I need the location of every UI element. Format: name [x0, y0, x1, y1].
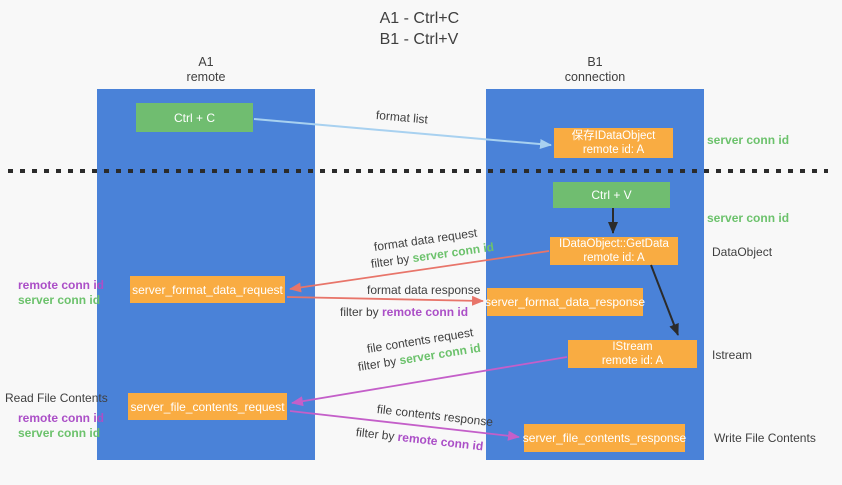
format-request-box: server_format_data_request [130, 276, 285, 303]
b1-name: B1 [587, 55, 603, 69]
label-istream: Istream [712, 348, 753, 362]
file-request-box: server_file_contents_request [128, 393, 287, 420]
istream-box: IStream remote id: A [568, 340, 697, 368]
label-server-conn-id-mid-right: server conn id [707, 211, 790, 225]
getdata-line1: IDataObject::GetData [559, 238, 669, 250]
label-write-file-contents: Write File Contents [714, 431, 816, 445]
remote-conn-id-keyword: remote conn id [382, 305, 469, 319]
save-dataobject-box: 保存IDataObject remote id: A [554, 128, 673, 158]
b1-subtitle: connection [564, 70, 626, 84]
format-request-label: server_format_data_request [132, 282, 283, 297]
ctrl-v-box: Ctrl + V [553, 182, 670, 208]
ctrl-v-label: Ctrl + V [591, 188, 632, 202]
format-response-box: server_format_data_response [484, 288, 646, 316]
file-request-label: server_file_contents_request [130, 399, 285, 414]
title-line-1: A1 - Ctrl+C [379, 10, 460, 27]
getdata-line2: remote id: A [583, 252, 645, 264]
label-remote-conn-id-left-1: remote conn id [18, 278, 105, 292]
label-dataobject: DataObject [712, 245, 773, 259]
label-format-data-response: format data response [367, 283, 481, 297]
dotted-separator-line [8, 169, 828, 173]
label-server-conn-id-top-right: server conn id [707, 133, 790, 147]
label-server-conn-id-left-2: server conn id [18, 426, 101, 440]
arrow-format-data-response [286, 295, 484, 306]
filter-prefix: filter by [370, 251, 414, 271]
file-response-box: server_file_contents_response [522, 424, 687, 452]
remote-conn-id-keyword: remote conn id [396, 429, 485, 454]
ctrl-c-box: Ctrl + C [136, 103, 253, 132]
file-response-label: server_file_contents_response [522, 431, 687, 445]
ctrl-c-label: Ctrl + C [173, 110, 215, 125]
save-dataobject-line1: 保存IDataObject [571, 130, 656, 142]
format-response-label: server_format_data_response [484, 295, 646, 309]
label-remote-conn-id-left-2: remote conn id [18, 411, 105, 425]
filter-prefix: filter by [355, 425, 399, 444]
label-file-contents-response: file contents response [376, 402, 494, 430]
title-line-2: B1 - Ctrl+V [379, 31, 459, 48]
label-filter-remote-conn-id-2: filter by remote conn id [355, 425, 484, 453]
diagram-title: A1 - Ctrl+C B1 - Ctrl+V [380, 8, 460, 50]
filter-prefix: filter by [356, 353, 401, 374]
label-server-conn-id-left-1: server conn id [18, 293, 101, 307]
label-format-list: format list [375, 108, 429, 127]
a1-name: A1 [198, 55, 214, 69]
filter-prefix: filter by [340, 305, 383, 319]
a1-subtitle: remote [186, 70, 226, 84]
istream-line2: remote id: A [601, 355, 664, 367]
istream-line1: IStream [612, 341, 653, 353]
save-dataobject-line2: remote id: A [582, 144, 645, 156]
label-filter-remote-conn-id-1: filter by remote conn id [340, 305, 468, 319]
label-read-file-contents: Read File Contents [5, 391, 108, 405]
